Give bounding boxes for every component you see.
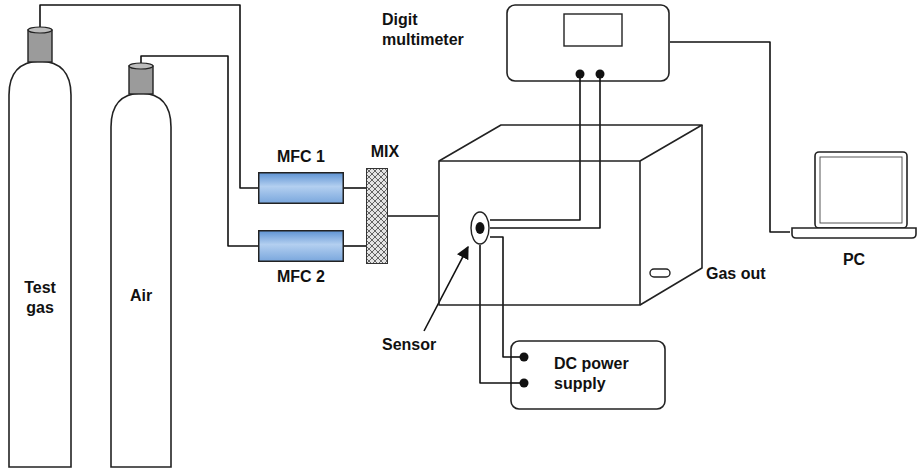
laptop-pc: PC — [790, 150, 918, 270]
gas-sensor-outline — [470, 211, 490, 245]
terminal-dot — [520, 379, 529, 388]
chamber-front-face — [439, 161, 640, 305]
mfc-body — [259, 231, 344, 262]
component-label: Air — [110, 286, 172, 306]
terminal-dot — [520, 353, 529, 362]
gas-cylinder: Air — [110, 64, 172, 468]
multimeter-body — [507, 5, 669, 81]
gas-cylinder: Test gas — [8, 28, 72, 468]
component-label: MFC 1 — [248, 147, 354, 167]
component-label: MIX — [354, 142, 416, 162]
gas-cylinder-outline — [8, 28, 72, 468]
test-chamber: Gas outSensor — [438, 124, 704, 306]
connector-line — [480, 245, 510, 383]
component-label: PC — [790, 250, 918, 270]
mfc-body — [259, 173, 344, 204]
gas-cylinder-outline — [110, 64, 172, 468]
laptop-display — [820, 157, 902, 223]
terminal-dot — [596, 70, 605, 79]
connector-line — [344, 245, 366, 247]
gas-outlet — [650, 269, 670, 277]
connector-line — [490, 82, 600, 228]
cylinder-body — [111, 93, 171, 467]
terminal-dot — [576, 70, 585, 79]
component-label: DC power supply — [554, 354, 646, 394]
sensor-element — [476, 222, 485, 234]
chamber-top-face — [439, 125, 702, 161]
cylinder-valve — [129, 66, 153, 94]
gas-mixer: MIX — [366, 168, 388, 264]
multimeter-display — [564, 14, 622, 46]
leader-line — [424, 247, 468, 331]
cylinder-body — [9, 61, 71, 467]
cylinder-valve-top — [129, 63, 153, 69]
mass-flow-controller-outline — [258, 172, 344, 204]
mass-flow-controller: MFC 2 — [258, 230, 344, 262]
multimeter: Digit multimeter — [506, 4, 670, 82]
connector-line — [490, 237, 510, 357]
laptop-base — [792, 228, 916, 238]
multimeter-outline — [506, 4, 670, 82]
connector-line — [344, 187, 366, 189]
cylinder-valve — [28, 30, 52, 62]
component-label: MFC 2 — [248, 267, 354, 287]
mass-flow-controller: MFC 1 — [258, 172, 344, 204]
connector-line — [490, 82, 580, 220]
component-label: Sensor — [382, 335, 436, 355]
component-label: Test gas — [12, 278, 68, 318]
mixer-body — [367, 169, 388, 264]
component-label: Gas out — [706, 264, 766, 284]
mass-flow-controller-outline — [258, 230, 344, 262]
gas-sensor: Sensor — [470, 211, 490, 245]
cylinder-valve-top — [28, 27, 52, 33]
dc-power-supply: DC power supply — [510, 340, 666, 410]
sensor-housing — [471, 212, 489, 244]
component-label: Digit multimeter — [382, 10, 486, 50]
laptop-screen — [815, 152, 907, 228]
gas-mixer-outline — [366, 168, 388, 264]
chamber-side-face — [640, 125, 702, 305]
power-supply-body — [511, 341, 665, 409]
connector-line — [670, 42, 790, 232]
connector-line — [388, 215, 438, 217]
